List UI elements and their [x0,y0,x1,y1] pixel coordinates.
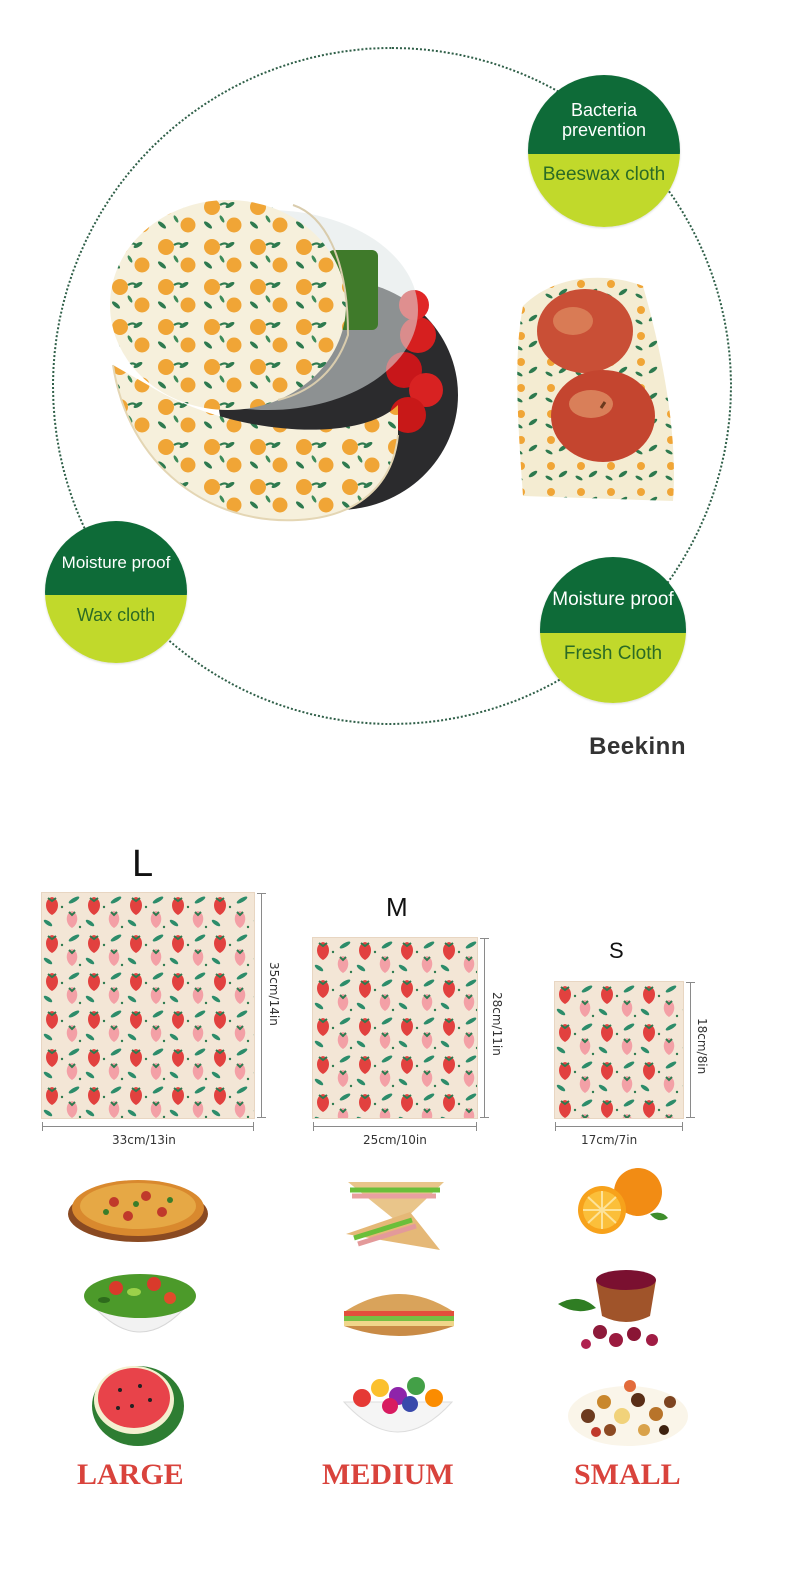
apple-wrap-image [517,277,674,501]
strawberry-pattern [42,893,254,1118]
badge-subtitle: Wax cloth [45,594,187,663]
berries-icon [558,1270,658,1349]
dimension-line-horizontal [313,1122,477,1131]
badge-moisture-proof-wax: Moisture proof Wax cloth [45,521,187,663]
width-label-medium: 25cm/10in [363,1133,427,1147]
dimension-line-horizontal [42,1122,254,1131]
height-label-small: 18cm/8in [695,1018,709,1075]
strawberry-pattern [555,982,683,1118]
dimension-line-vertical [686,982,695,1118]
badge-moisture-proof-fresh: Moisture proof Fresh Cloth [540,557,686,703]
size-letter-large: L [132,843,154,885]
dimension-line-horizontal [555,1122,683,1131]
height-label-medium: 28cm/11in [490,992,504,1056]
cloth-large [42,893,254,1118]
width-label-small: 17cm/7in [581,1133,638,1147]
dotted-frame-circle [52,47,732,725]
orange-icon [578,1168,668,1234]
size-word-small: SMALL [574,1458,681,1491]
dimension-line-vertical [257,893,266,1118]
height-label-large: 35cm/14in [267,962,281,1026]
strawberry-pattern [313,938,477,1118]
dimension-line-vertical [480,938,489,1118]
badge-title: Moisture proof [45,521,187,595]
salad-icon [84,1274,196,1333]
fruit-bowl-icon [342,1377,454,1433]
watermelon-icon [92,1366,184,1446]
badge-title: Moisture proof [540,557,686,633]
bowl-wrap-image [110,200,458,522]
sub-sandwich-icon [344,1294,454,1336]
size-word-large: LARGE [77,1458,184,1491]
badge-subtitle: Fresh Cloth [540,632,686,703]
cloth-small [555,982,683,1118]
pizza-icon [68,1180,208,1242]
cloth-medium [313,938,477,1118]
size-letter-medium: M [386,892,408,922]
size-letter-small: S [609,938,624,963]
badge-bacteria-prevention: Bacteria prevention Beeswax cloth [528,75,680,227]
badge-subtitle: Beeswax cloth [528,154,680,227]
sandwich-icon [346,1182,444,1250]
trail-mix-icon [568,1380,688,1446]
brand-name: Beekinn [589,733,686,760]
width-label-large: 33cm/13in [112,1133,176,1147]
badge-title: Bacteria prevention [528,75,680,155]
size-word-medium: MEDIUM [322,1458,454,1491]
